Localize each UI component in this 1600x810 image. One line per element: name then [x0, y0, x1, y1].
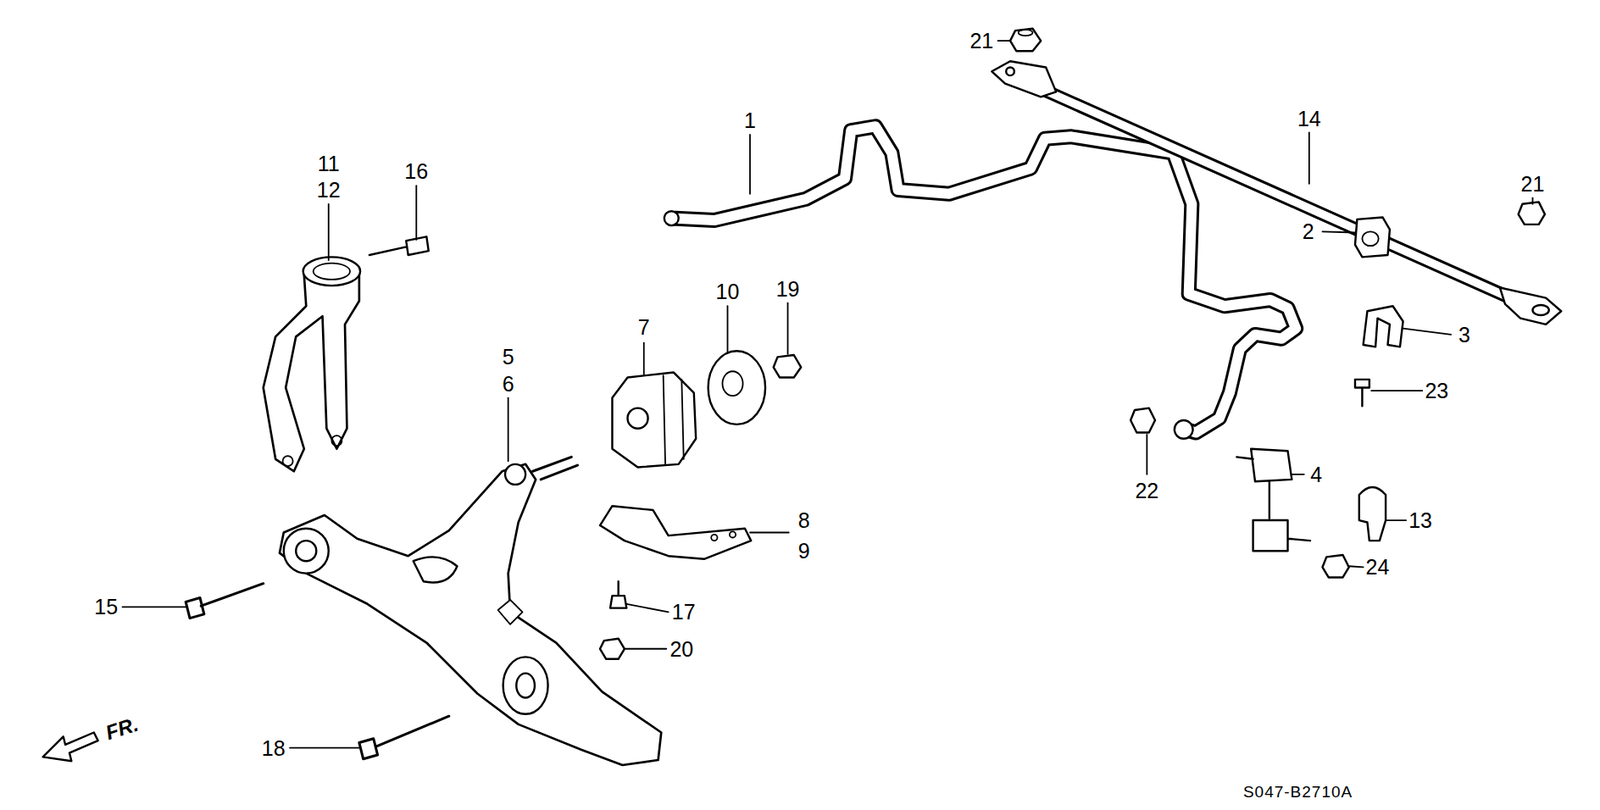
- callout-number: 24: [1364, 555, 1392, 579]
- callout-number: 1: [742, 109, 758, 133]
- callout-number: 8: [796, 509, 812, 533]
- damper-fork: [263, 266, 360, 472]
- callout-number: 17: [670, 600, 698, 624]
- callout-number: 7: [636, 316, 652, 339]
- callout-number: 21: [967, 29, 995, 53]
- callout-number: 16: [402, 160, 430, 184]
- diagram-code: S047-B2710A: [1241, 783, 1355, 801]
- callout-number: 15: [92, 595, 120, 619]
- leader-lines: [122, 40, 1534, 748]
- callout-number: 23: [1422, 379, 1450, 403]
- front-arrow: [43, 732, 99, 762]
- callout-number: 11: [316, 151, 342, 175]
- callout-number: 13: [1406, 509, 1434, 533]
- callout-number: 19: [774, 277, 802, 300]
- stabilizer-bar: [675, 126, 1296, 433]
- callout-number: 10: [714, 280, 742, 304]
- crossmember: [1020, 79, 1511, 299]
- callout-number: 9: [796, 539, 812, 563]
- callout-number: 22: [1133, 479, 1161, 503]
- lower-arm: [279, 464, 662, 766]
- callout-number: 2: [1300, 220, 1317, 244]
- callout-number: 18: [260, 736, 288, 760]
- callout-number: 4: [1308, 462, 1324, 486]
- callout-number: 20: [667, 637, 695, 661]
- callout-number: 6: [500, 372, 517, 395]
- callout-number: 3: [1456, 322, 1473, 346]
- stabilizer-link: [1236, 449, 1311, 551]
- callout-number: 21: [1519, 172, 1547, 195]
- callout-number: 12: [315, 177, 343, 201]
- compliance-bushing: [611, 372, 696, 467]
- callout-number: 5: [500, 345, 517, 369]
- direction-label: FR.: [101, 712, 144, 745]
- callout-number: 14: [1295, 106, 1323, 130]
